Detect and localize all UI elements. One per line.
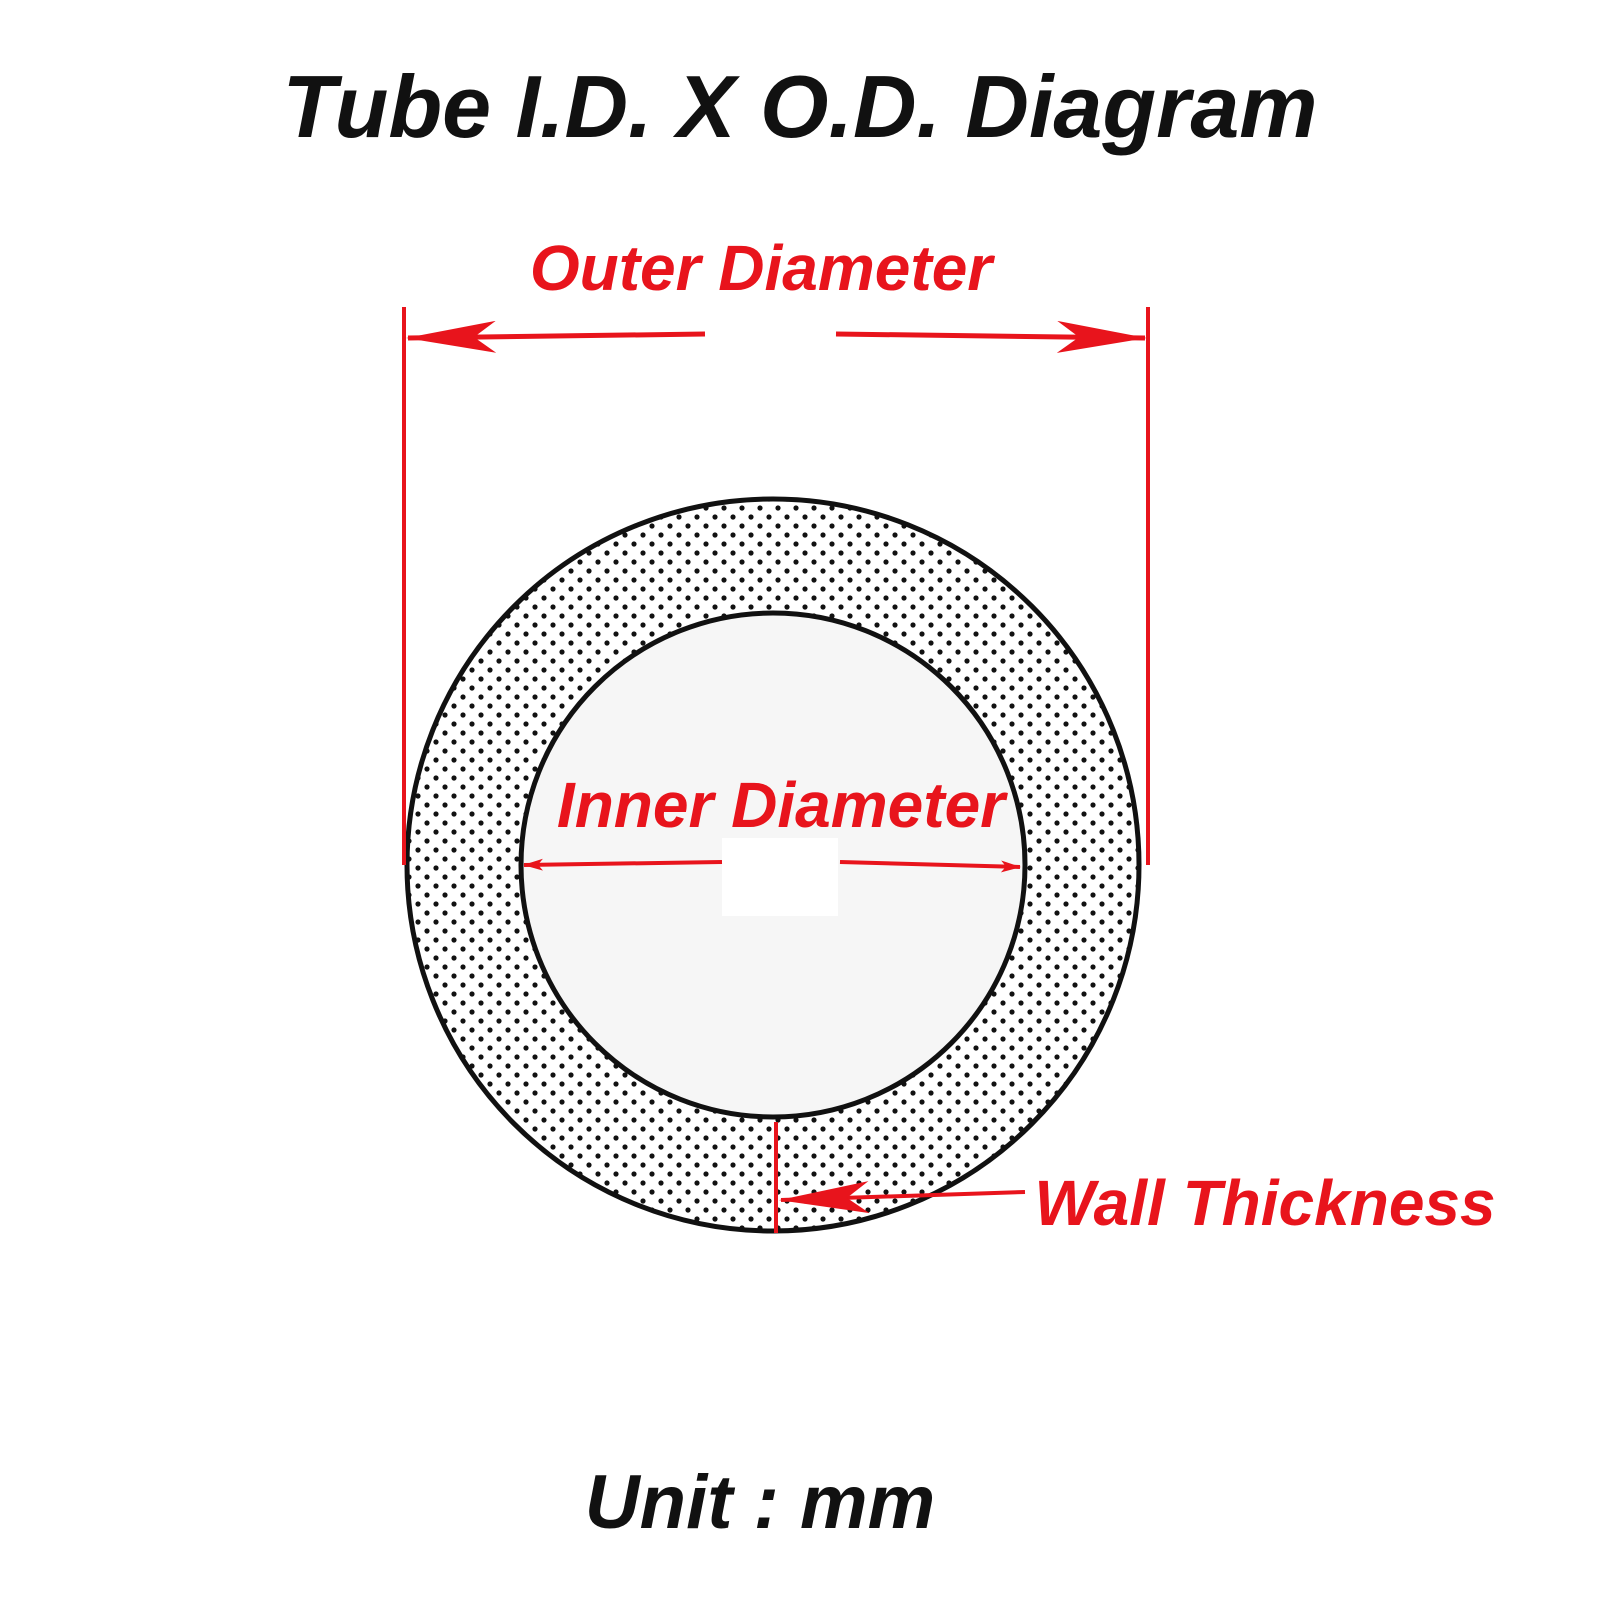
wall-thickness-dimension (774, 1122, 1026, 1233)
diagram-title: Tube I.D. X O.D. Diagram (282, 57, 1317, 156)
inner-diameter-dimension (523, 838, 1021, 916)
inner-arrow-left (523, 858, 723, 871)
outer-arrow-right (835, 320, 1147, 353)
inner-diameter-label: Inner Diameter (557, 769, 1008, 841)
unit-label: Unit : mm (585, 1460, 935, 1545)
tube-outer-edge (404, 496, 1142, 1234)
outer-arrow-left (406, 320, 706, 353)
outer-diameter-label: Outer Diameter (530, 232, 995, 304)
wall-thickness-arrow (779, 1181, 1026, 1214)
outer-diameter-dimension (402, 307, 1150, 865)
inner-arrow-right (839, 860, 1021, 873)
wall-thickness-label: Wall Thickness (1034, 1167, 1495, 1239)
inner-label-gap (722, 838, 838, 916)
